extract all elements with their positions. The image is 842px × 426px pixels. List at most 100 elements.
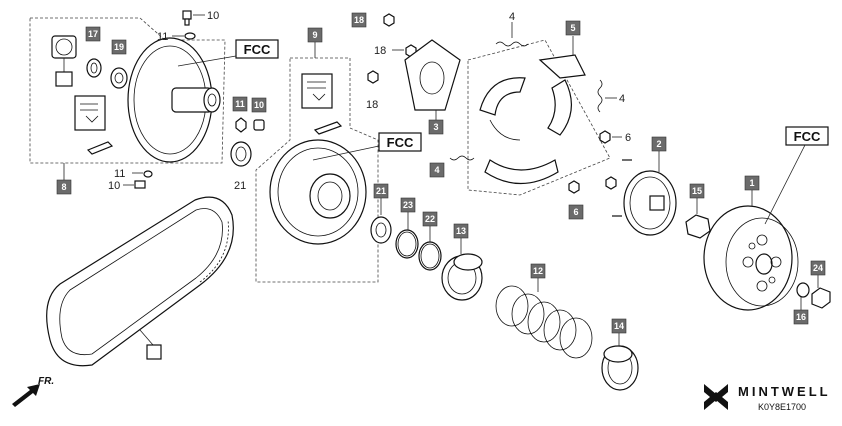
brand-logo — [704, 384, 728, 410]
callout-4-top: 4 — [509, 11, 515, 23]
box-2: 2 — [651, 136, 667, 152]
o-ring-22 — [418, 241, 442, 271]
driven-face-part — [269, 139, 367, 245]
blank-callout-belt — [146, 344, 162, 360]
box-1: 1 — [744, 175, 760, 191]
group-8-outline — [29, 17, 226, 164]
bolt-10-top — [182, 10, 205, 26]
box-9: 9 — [307, 27, 323, 43]
washer-11-top — [184, 32, 196, 40]
callout-18-b: 18 — [366, 99, 378, 111]
box-13: 13 — [453, 223, 469, 239]
box-21: 21 — [373, 183, 389, 199]
svg-text:24: 24 — [813, 263, 823, 273]
washer-11-bottom — [143, 170, 153, 178]
callout-10-top: 10 — [207, 10, 219, 22]
box-17: 17 — [85, 26, 101, 42]
collar-14 — [601, 345, 639, 391]
svg-text:3: 3 — [433, 122, 438, 132]
nut-18-b — [367, 70, 379, 84]
fcc-label-middle: FCC — [387, 135, 414, 150]
box-10: 10 — [251, 97, 267, 113]
box-4: 4 — [429, 162, 445, 178]
nut-2 — [605, 176, 617, 190]
fcc-label-right: FCC — [794, 129, 821, 144]
needle-bearing-part — [51, 35, 77, 87]
svg-text:2: 2 — [656, 139, 661, 149]
bearing-19 — [110, 67, 128, 89]
fcc-label-box-left — [235, 39, 279, 59]
box-14: 14 — [611, 318, 627, 334]
bolt-10-bottom — [134, 180, 146, 189]
svg-text:18: 18 — [354, 15, 364, 25]
nut-24 — [811, 287, 831, 309]
nut-6 — [599, 130, 611, 144]
box-23: 23 — [400, 197, 416, 213]
svg-text:15: 15 — [692, 186, 702, 196]
svg-text:21: 21 — [376, 186, 386, 196]
callout-21: 21 — [234, 180, 246, 192]
nut-15 — [685, 214, 711, 239]
callout-11-top: 11 — [157, 31, 168, 43]
bolt-10-mid — [253, 119, 265, 131]
callout-4-right: 4 — [619, 93, 625, 105]
svg-text:14: 14 — [614, 321, 624, 331]
grease-card-8 — [74, 95, 106, 131]
svg-text:10: 10 — [254, 100, 264, 110]
fcc-label-box-right — [785, 126, 829, 146]
svg-text:17: 17 — [88, 29, 98, 39]
svg-text:11: 11 — [235, 99, 245, 109]
spring-4-top — [495, 41, 529, 47]
leader-belt — [139, 329, 154, 346]
driven-face-spring-12 — [495, 285, 593, 359]
drive-belt-part — [46, 196, 234, 367]
svg-text:12: 12 — [533, 266, 543, 276]
diagram-code: K0Y8E1700 — [758, 402, 806, 412]
oil-seal-21 — [230, 141, 252, 167]
svg-text:9: 9 — [312, 30, 317, 40]
plate-3 — [404, 39, 461, 111]
box-8: 8 — [56, 179, 72, 195]
svg-text:1: 1 — [749, 178, 754, 188]
fcc-label-box-middle — [378, 132, 422, 152]
nut-11 — [235, 117, 247, 133]
spring-4-bottom — [449, 155, 475, 161]
svg-text:6: 6 — [573, 207, 578, 217]
clutch-outer-part — [703, 205, 799, 311]
washer-16 — [796, 282, 810, 298]
oil-seal-21b — [370, 216, 392, 244]
box-3: 3 — [428, 119, 444, 135]
clutch-shoes-part — [479, 54, 586, 185]
grease-tube-9 — [313, 121, 343, 135]
box-11: 11 — [232, 96, 248, 112]
grease-tube-8 — [86, 141, 114, 155]
box-24: 24 — [810, 260, 826, 276]
svg-text:23: 23 — [403, 200, 413, 210]
box-16: 16 — [793, 309, 809, 325]
svg-text:16: 16 — [796, 312, 806, 322]
box-12: 12 — [530, 263, 546, 279]
svg-text:8: 8 — [61, 182, 66, 192]
callout-6: 6 — [625, 132, 631, 144]
grease-card-9 — [301, 73, 333, 109]
callout-11-bottom: 11 — [114, 168, 125, 180]
nut-18-c — [383, 13, 395, 27]
box-6: 6 — [568, 204, 584, 220]
callout-10-bottom: 10 — [108, 180, 120, 192]
box-5: 5 — [565, 20, 581, 36]
svg-text:4: 4 — [434, 165, 439, 175]
spring-4-right — [597, 79, 603, 113]
drive-plate-2 — [612, 159, 677, 236]
seal-collar-13 — [441, 253, 483, 301]
front-direction-label: FR. — [38, 376, 54, 387]
box-22: 22 — [422, 211, 438, 227]
box-15: 15 — [689, 183, 705, 199]
box-18: 18 — [351, 12, 367, 28]
front-direction-arrow — [12, 384, 40, 407]
callout-18-a: 18 — [374, 45, 386, 57]
svg-text:22: 22 — [425, 214, 435, 224]
group-5-outline — [467, 39, 611, 196]
svg-text:19: 19 — [114, 42, 124, 52]
